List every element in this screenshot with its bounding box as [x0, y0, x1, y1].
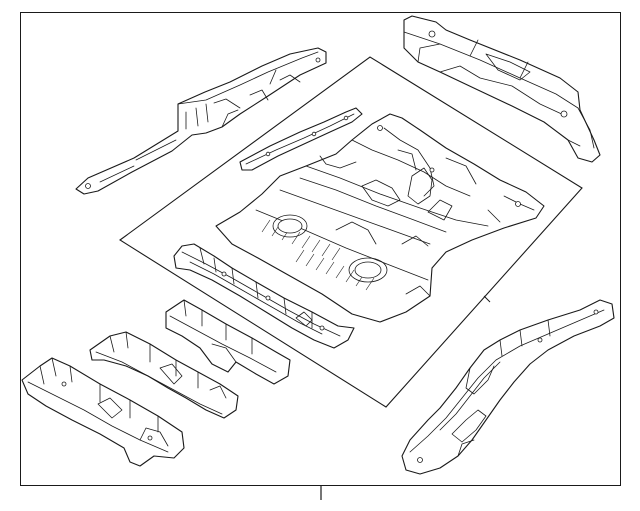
crossmember-middle — [165, 299, 291, 385]
rear-rail-right-top — [403, 15, 601, 163]
floor-pan — [215, 113, 545, 323]
floor-assembly-outline — [119, 56, 583, 408]
floor-rail-middle — [89, 331, 239, 419]
diagram-frame — [20, 12, 621, 486]
callout-leader-floor — [483, 295, 491, 303]
crossmember-front — [173, 243, 355, 349]
rear-rail-right-bottom — [401, 299, 615, 475]
floor-rail-left — [21, 357, 185, 467]
floor-brace-small — [239, 107, 363, 171]
rear-rail-left — [75, 47, 327, 195]
